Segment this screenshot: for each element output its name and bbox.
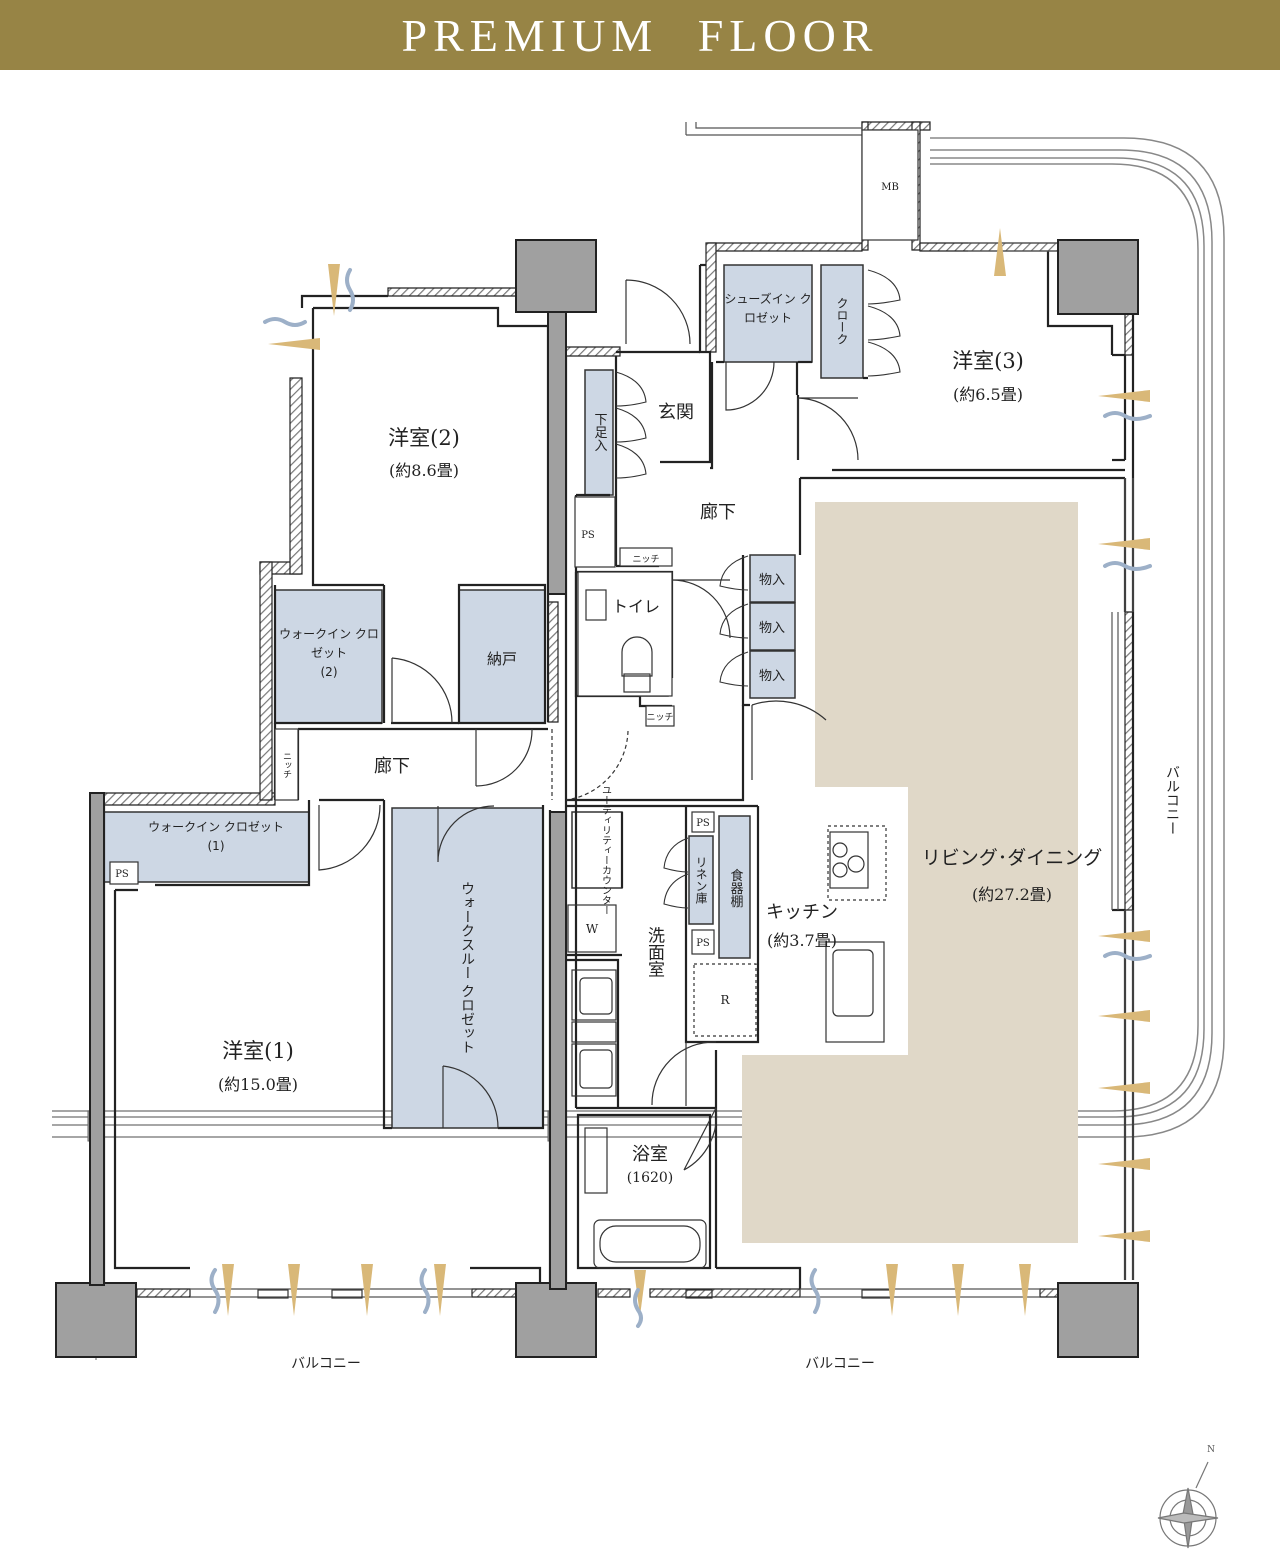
label-niche-3: ニッチ xyxy=(281,752,292,779)
label-ps-1: PS xyxy=(581,530,595,541)
room-size-western-3: (約6.5畳) xyxy=(953,385,1023,404)
room-name-entrance: 玄関 xyxy=(658,402,694,423)
room-name-storeroom: 納戸 xyxy=(487,650,517,668)
label-fridge: R xyxy=(720,993,730,1007)
label-wic-2: ウォークイン クロゼット xyxy=(279,627,379,660)
label-mb: MB xyxy=(881,182,899,193)
compass-north-label: N xyxy=(1207,1445,1215,1455)
storage-areas xyxy=(103,264,864,1129)
railing-posts xyxy=(87,1110,565,1360)
room-name-hall-upper: 廊下 xyxy=(700,502,736,523)
label-linen: リネン庫 xyxy=(694,856,708,905)
storage-labels: シューズイン クロゼット クローク 下足入 ウォークイン クロゼット (2) ウ… xyxy=(148,292,849,1054)
compass-icon xyxy=(1157,1461,1219,1549)
room-name-western-1: 洋室(1) xyxy=(222,1039,294,1063)
label-closet-2: 物入 xyxy=(759,621,785,636)
room-size-western-2: (約8.6畳) xyxy=(389,461,459,480)
balcony-railing xyxy=(52,137,1225,1138)
fixture-labels: MB PS PS PS PS ニッチ ニッチ ニッチ W R xyxy=(115,182,899,1007)
label-balcony-bottom-right: バルコニー xyxy=(805,1356,875,1372)
label-balcony-right: バルコニー xyxy=(1164,765,1180,835)
room-name-washroom: 洗面室 xyxy=(644,926,665,977)
room-size-living: (約27.2畳) xyxy=(972,885,1052,904)
airflow-waves xyxy=(209,268,1152,1328)
room-labels: 洋室(2) (約8.6畳) 洋室(3) (約6.5畳) 洋室(1) (約15.0… xyxy=(218,349,1102,1186)
label-niche-2: ニッチ xyxy=(646,712,673,723)
room-name-hall-lower: 廊下 xyxy=(374,756,410,777)
room-size-bath: (1620) xyxy=(627,1170,674,1186)
label-niche-1: ニッチ xyxy=(632,554,659,565)
living-floor xyxy=(742,502,1078,1243)
label-wic-1: ウォークイン クロゼット xyxy=(148,820,284,834)
label-shoes-closet: シューズイン クロゼット xyxy=(724,292,812,325)
label-washer: W xyxy=(586,922,599,936)
label-closet-1: 物入 xyxy=(759,573,785,588)
room-name-living: リビング･ダイニング xyxy=(922,847,1103,869)
ventilation-arrows xyxy=(222,228,1150,1316)
label-cloak: クローク xyxy=(835,297,849,345)
room-name-western-3: 洋室(3) xyxy=(952,349,1024,373)
label-walk-through-closet: ウォークスルー クロゼット xyxy=(459,882,475,1054)
label-ps-3: PS xyxy=(696,818,710,829)
room-size-kitchen: (約3.7畳) xyxy=(767,931,837,950)
room-size-western-1: (約15.0畳) xyxy=(218,1075,298,1094)
label-closet-3: 物入 xyxy=(759,669,785,684)
room-name-toilet: トイレ xyxy=(612,597,660,616)
fixtures xyxy=(109,129,919,1299)
label-ps-4: PS xyxy=(696,938,710,949)
door-swings xyxy=(318,279,859,1171)
exterior-walls xyxy=(103,121,1134,1298)
label-balcony-bottom-left: バルコニー xyxy=(291,1356,361,1372)
closet-doors xyxy=(615,269,901,909)
room-name-western-2: 洋室(2) xyxy=(388,426,460,450)
room-name-bath: 浴室 xyxy=(632,1144,668,1165)
page-title: PREMIUM FLOOR xyxy=(401,9,879,61)
label-ps-2: PS xyxy=(115,869,129,880)
structural-columns xyxy=(55,239,1139,1358)
windows xyxy=(190,122,1134,1298)
room-name-kitchen: キッチン xyxy=(766,902,838,923)
label-wic-1-num: (1) xyxy=(207,839,225,853)
label-shoe-cabinet: 下足入 xyxy=(592,413,608,452)
label-utility-counter: ユーティリティーカウンター xyxy=(600,785,612,915)
header-banner: PREMIUM FLOOR xyxy=(0,0,1280,70)
balcony-labels: バルコニー バルコニー バルコニー N xyxy=(291,765,1215,1455)
label-wic-2-num: (2) xyxy=(320,665,338,679)
label-dish-shelf: 食器棚 xyxy=(728,868,744,908)
